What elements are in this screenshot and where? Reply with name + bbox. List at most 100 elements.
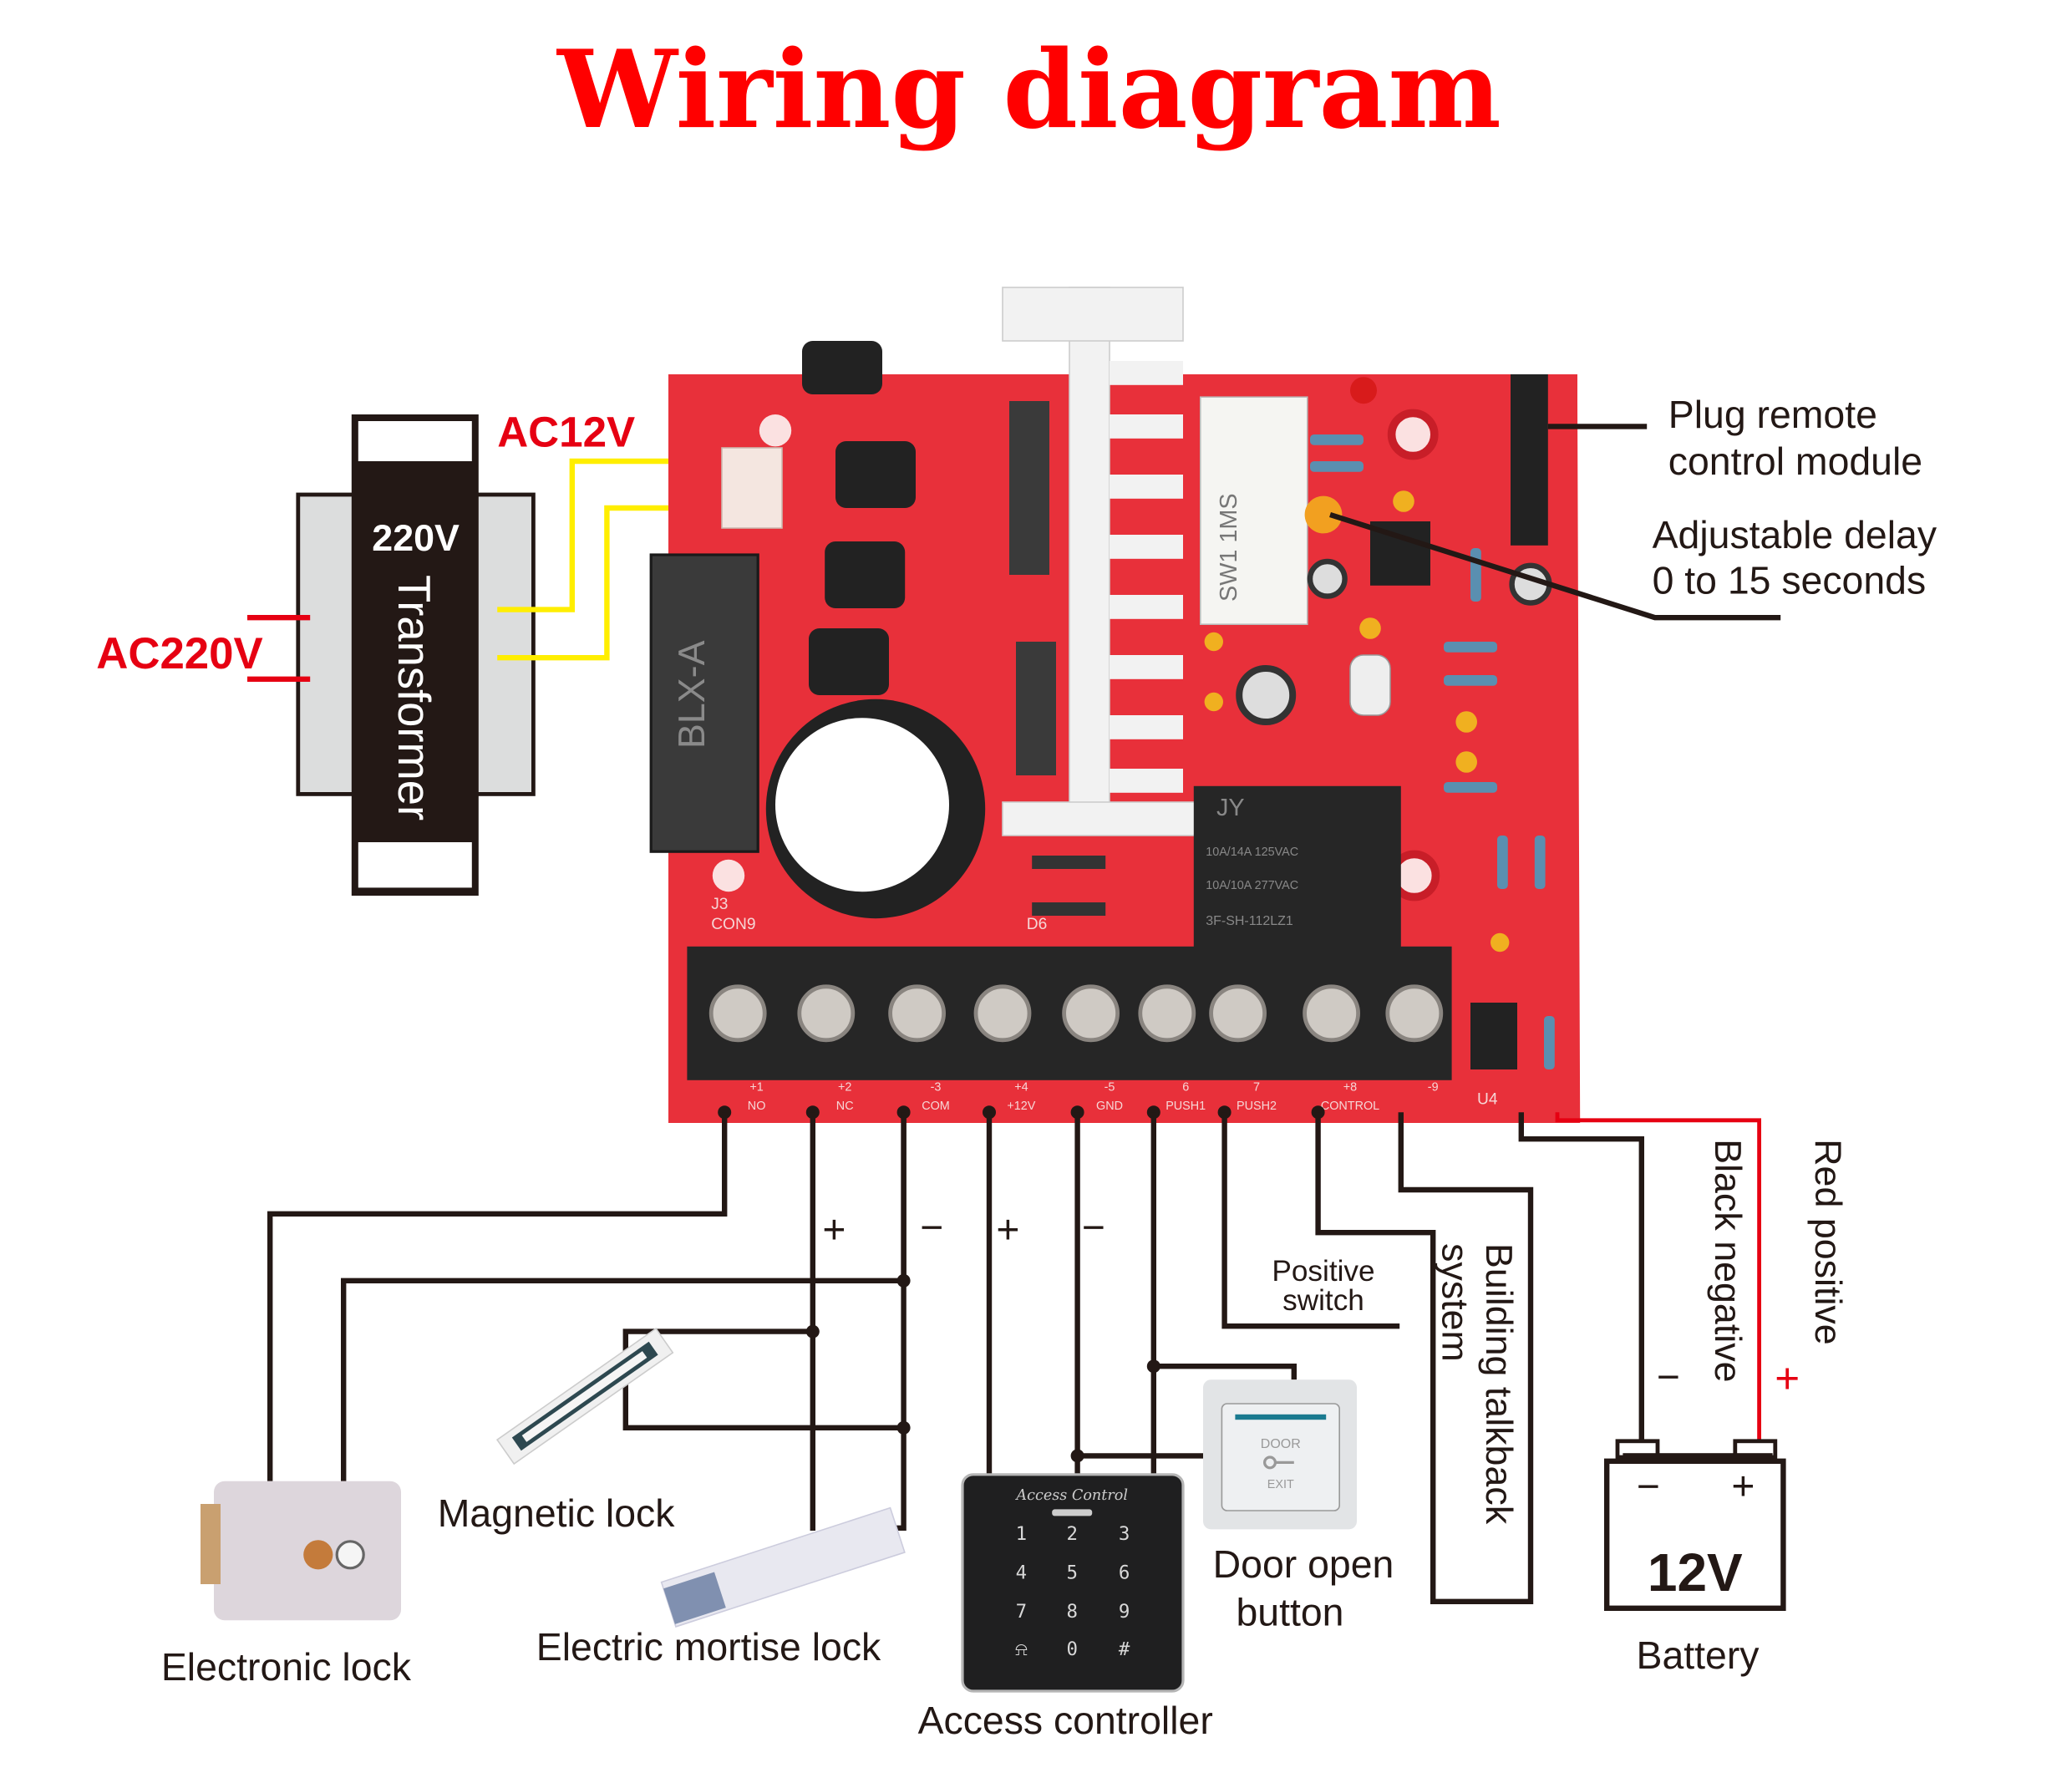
keypad-key-0[interactable]: 0 — [1066, 1638, 1077, 1660]
keypad-key-5[interactable]: 5 — [1066, 1562, 1077, 1584]
junction-dot — [1070, 1449, 1084, 1463]
capacitor — [1236, 665, 1297, 725]
terminal-name: NC — [836, 1100, 854, 1113]
terminal-screw[interactable] — [973, 984, 1032, 1043]
terminal-number: +4 — [1014, 1081, 1028, 1095]
junction-dot — [896, 1420, 911, 1435]
ceramic-capacitors — [1204, 490, 1510, 952]
wire-battery-negative — [1518, 1112, 1644, 1444]
magnetic-lock-label: Magnetic lock — [438, 1491, 675, 1535]
keypad-key-9[interactable]: 9 — [1119, 1601, 1130, 1623]
terminal-nc[interactable]: +2NC — [797, 984, 856, 1120]
terminal-number: +8 — [1343, 1081, 1357, 1095]
electronic-lock — [201, 1481, 401, 1621]
remote-module-header[interactable] — [1511, 374, 1548, 546]
red-positive-label: Red positive — [1807, 1139, 1849, 1345]
terminal-screw[interactable] — [888, 984, 947, 1043]
terminal-connection-dot — [983, 1105, 996, 1120]
electronic-lock-label: Electronic lock — [161, 1645, 412, 1689]
terminal-connection-dot — [1311, 1105, 1325, 1120]
black-negative-label: Black negative — [1707, 1139, 1749, 1382]
junction-dot — [805, 1324, 820, 1339]
terminal-number: +1 — [749, 1081, 763, 1095]
transformer: 220V Transformer — [296, 414, 536, 896]
door-button-bottom: EXIT — [1267, 1478, 1294, 1491]
ctrl-minus-mark: − — [1082, 1206, 1105, 1250]
battery-voltage: 12V — [1648, 1542, 1743, 1603]
ac12-label: AC12V — [497, 408, 635, 455]
terminal-screw[interactable] — [1209, 984, 1267, 1043]
junction-dot — [896, 1273, 911, 1288]
terminal-number: -9 — [1428, 1081, 1439, 1095]
mount-hole — [1387, 409, 1439, 460]
bell-icon[interactable]: ⍾ — [1015, 1638, 1028, 1660]
delay-callout-line1: Adjustable delay — [1653, 513, 1937, 556]
terminal-name: CONTROL — [1321, 1100, 1379, 1113]
door-open-button: DOOR EXIT — [1203, 1379, 1357, 1530]
terminal-number: -3 — [931, 1081, 942, 1095]
optocoupler — [1470, 1003, 1517, 1069]
diagram-title: Wiring diagram — [556, 28, 1501, 153]
keypad-key-hash[interactable]: # — [1119, 1638, 1130, 1660]
transformer-bottom-cap — [358, 842, 472, 888]
transformer-body — [351, 414, 479, 896]
door-button-top: DOOR — [1261, 1437, 1301, 1451]
mortise-lock-label: Electric mortise lock — [536, 1625, 881, 1669]
terminal-connection-dot — [1146, 1105, 1160, 1120]
battery-minus: − — [1637, 1465, 1660, 1509]
wire-push1-door — [1153, 1364, 1297, 1380]
capacitor — [1307, 558, 1348, 599]
terminal-screw[interactable] — [1138, 984, 1196, 1043]
terminal-name: NO — [748, 1100, 766, 1113]
relay-rating-1: 10A/14A 125VAC — [1206, 846, 1298, 859]
terminal-screw[interactable] — [797, 984, 856, 1043]
door-button-label-2: button — [1237, 1591, 1344, 1634]
keypad-key-8[interactable]: 8 — [1066, 1601, 1077, 1623]
terminal-screw[interactable] — [1385, 984, 1444, 1043]
terminal-screw[interactable] — [708, 984, 767, 1043]
door-button-label-1: Door open — [1213, 1542, 1394, 1586]
battery-plus: + — [1731, 1465, 1755, 1509]
keypad-key-7[interactable]: 7 — [1016, 1601, 1027, 1623]
mount-hole — [712, 859, 745, 892]
positive-switch-label-2: switch — [1282, 1284, 1364, 1317]
keypad-key-2[interactable]: 2 — [1066, 1523, 1077, 1545]
keypad-indicator — [1052, 1509, 1093, 1516]
terminal-name: PUSH2 — [1237, 1100, 1277, 1113]
terminal-no[interactable]: +1NO — [708, 984, 767, 1120]
battery-wire-minus: − — [1657, 1355, 1680, 1400]
terminal-name: +12V — [1007, 1100, 1035, 1113]
u4-marking: U4 — [1477, 1091, 1498, 1109]
terminal-connection-dot — [1070, 1105, 1084, 1120]
keypad-key-6[interactable]: 6 — [1119, 1562, 1130, 1584]
delay-potentiometer[interactable] — [1304, 495, 1343, 534]
relay-model: 3F-SH-112LZ1 — [1206, 914, 1293, 928]
con9-marking: CON9 — [711, 916, 755, 933]
relay-rating-2: 10A/10A 277VAC — [1206, 879, 1298, 892]
terminal-spare[interactable]: -9 — [1385, 984, 1444, 1095]
battery-label: Battery — [1637, 1633, 1760, 1677]
pot-marking: SW1 1MS — [1216, 493, 1242, 602]
wire-push2 — [1221, 1112, 1400, 1329]
remote-callout-line1: Plug remote — [1668, 393, 1877, 436]
wire-battery-positive — [1555, 1112, 1761, 1444]
terminal-screw[interactable] — [1303, 984, 1361, 1043]
j3-marking: J3 — [711, 896, 728, 913]
terminal-screw[interactable] — [1062, 984, 1120, 1043]
keypad-key-3[interactable]: 3 — [1119, 1523, 1130, 1545]
keypad-key-4[interactable]: 4 — [1016, 1562, 1027, 1584]
status-led — [1350, 377, 1377, 404]
resistors — [1310, 434, 1555, 1069]
terminal-12v[interactable]: +4 +12V — [973, 984, 1036, 1120]
keypad-key-1[interactable]: 1 — [1016, 1523, 1027, 1545]
relay — [1193, 785, 1401, 953]
d6-marking: D6 — [1027, 916, 1048, 933]
